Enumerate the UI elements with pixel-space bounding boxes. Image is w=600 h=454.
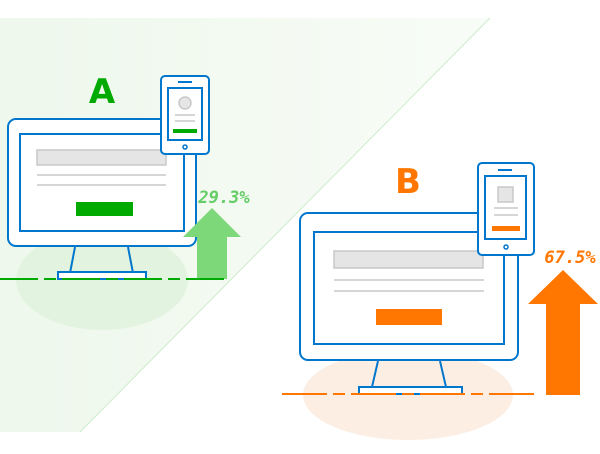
variant-a: A 29.3%	[0, 72, 250, 330]
variant-b-header-placeholder	[333, 250, 484, 269]
variant-b-conversion-rate: 67.5%	[544, 248, 596, 268]
diagonal-divider	[79, 17, 491, 433]
variant-a-conversion-rate: 29.3%	[197, 188, 250, 208]
variant-a-header-placeholder	[36, 149, 167, 166]
variant-b-up-arrow-icon	[528, 270, 598, 395]
avatar-placeholder-icon	[178, 96, 192, 110]
variant-a-cta-button	[76, 202, 133, 216]
variant-b-label: B	[395, 162, 421, 202]
variant-b-cta-button	[376, 309, 442, 325]
variant-a-phone	[160, 75, 210, 155]
image-placeholder-icon	[497, 186, 514, 203]
variant-a-label: A	[89, 72, 116, 112]
variant-a-up-arrow-icon	[183, 208, 241, 279]
variant-b-phone	[477, 162, 535, 256]
variant-b: B 67.5%	[282, 162, 598, 440]
